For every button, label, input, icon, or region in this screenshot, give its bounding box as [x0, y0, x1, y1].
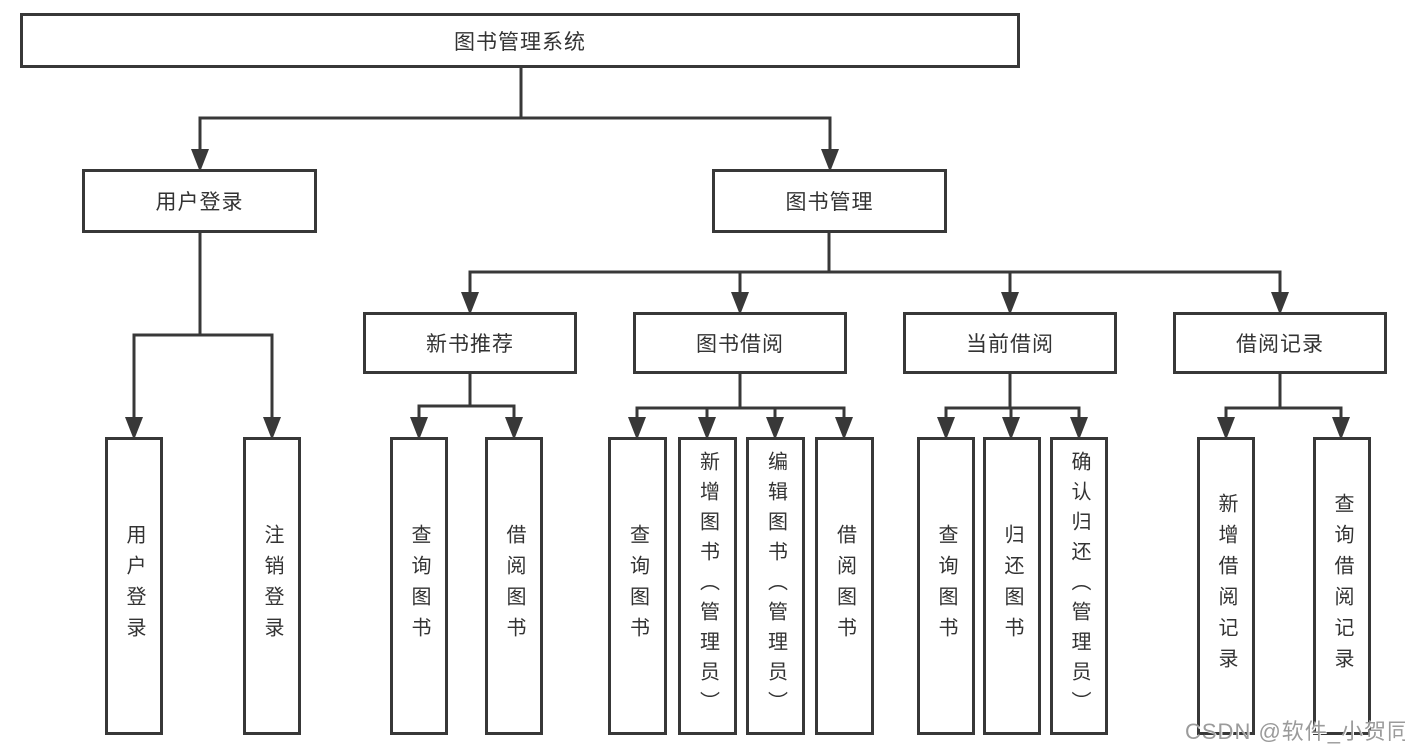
- node-leaf-query-books-current-label: 查询图书: [935, 524, 957, 648]
- node-leaf-add-book-admin: 新增图书（管理员）: [678, 437, 737, 735]
- node-borrow-records-label: 借阅记录: [1236, 333, 1324, 356]
- node-leaf-borrow-books: 借阅图书: [815, 437, 874, 735]
- node-leaf-query-books-borrow: 查询图书: [608, 437, 667, 735]
- node-current-borrow: 当前借阅: [903, 312, 1117, 374]
- node-leaf-borrow-books-label: 借阅图书: [833, 524, 856, 648]
- node-leaf-return-books: 归还图书: [983, 437, 1041, 735]
- node-user-login: 用户登录: [82, 169, 317, 233]
- node-leaf-query-borrow-record-label: 查询借阅记录: [1331, 493, 1353, 679]
- node-leaf-query-books-recommend-label: 查询图书: [408, 524, 430, 648]
- node-leaf-add-borrow-record-label: 新增借阅记录: [1215, 493, 1237, 679]
- node-leaf-confirm-return-admin: 确认归还（管理员）: [1050, 437, 1108, 735]
- node-leaf-confirm-return-admin-label: 确认归还（管理员）: [1068, 451, 1090, 721]
- node-leaf-edit-book-admin: 编辑图书（管理员）: [746, 437, 805, 735]
- node-leaf-add-borrow-record: 新增借阅记录: [1197, 437, 1255, 735]
- node-leaf-edit-book-admin-label: 编辑图书（管理员）: [764, 451, 787, 721]
- node-book-management-label: 图书管理: [785, 191, 874, 214]
- node-leaf-logout-label: 注销登录: [261, 524, 283, 648]
- arrowheads: [125, 149, 1350, 440]
- node-leaf-user-login-label: 用户登录: [123, 524, 145, 648]
- node-leaf-add-book-admin-label: 新增图书（管理员）: [696, 451, 719, 721]
- node-library-system: 图书管理系统: [20, 13, 1020, 68]
- node-leaf-borrow-books-recommend: 借阅图书: [485, 437, 543, 735]
- node-leaf-borrow-books-recommend-label: 借阅图书: [503, 524, 525, 648]
- node-new-book-recommend: 新书推荐: [363, 312, 577, 374]
- node-library-system-label: 图书管理系统: [454, 30, 586, 54]
- node-book-management: 图书管理: [712, 169, 947, 233]
- node-leaf-logout: 注销登录: [243, 437, 301, 735]
- csdn-watermark: CSDN @软件_小贺同学: [1185, 719, 1405, 744]
- node-book-borrow: 图书借阅: [633, 312, 847, 374]
- node-user-login-label: 用户登录: [155, 191, 244, 214]
- node-leaf-return-books-label: 归还图书: [1001, 524, 1023, 648]
- node-book-borrow-label: 图书借阅: [696, 333, 784, 356]
- node-leaf-query-books-borrow-label: 查询图书: [626, 524, 649, 648]
- node-leaf-query-books-current: 查询图书: [917, 437, 975, 735]
- node-leaf-user-login: 用户登录: [105, 437, 163, 735]
- node-leaf-query-borrow-record: 查询借阅记录: [1313, 437, 1371, 735]
- node-current-borrow-label: 当前借阅: [966, 333, 1054, 356]
- node-borrow-records: 借阅记录: [1173, 312, 1387, 374]
- node-leaf-query-books-recommend: 查询图书: [390, 437, 448, 735]
- node-new-book-recommend-label: 新书推荐: [426, 333, 514, 356]
